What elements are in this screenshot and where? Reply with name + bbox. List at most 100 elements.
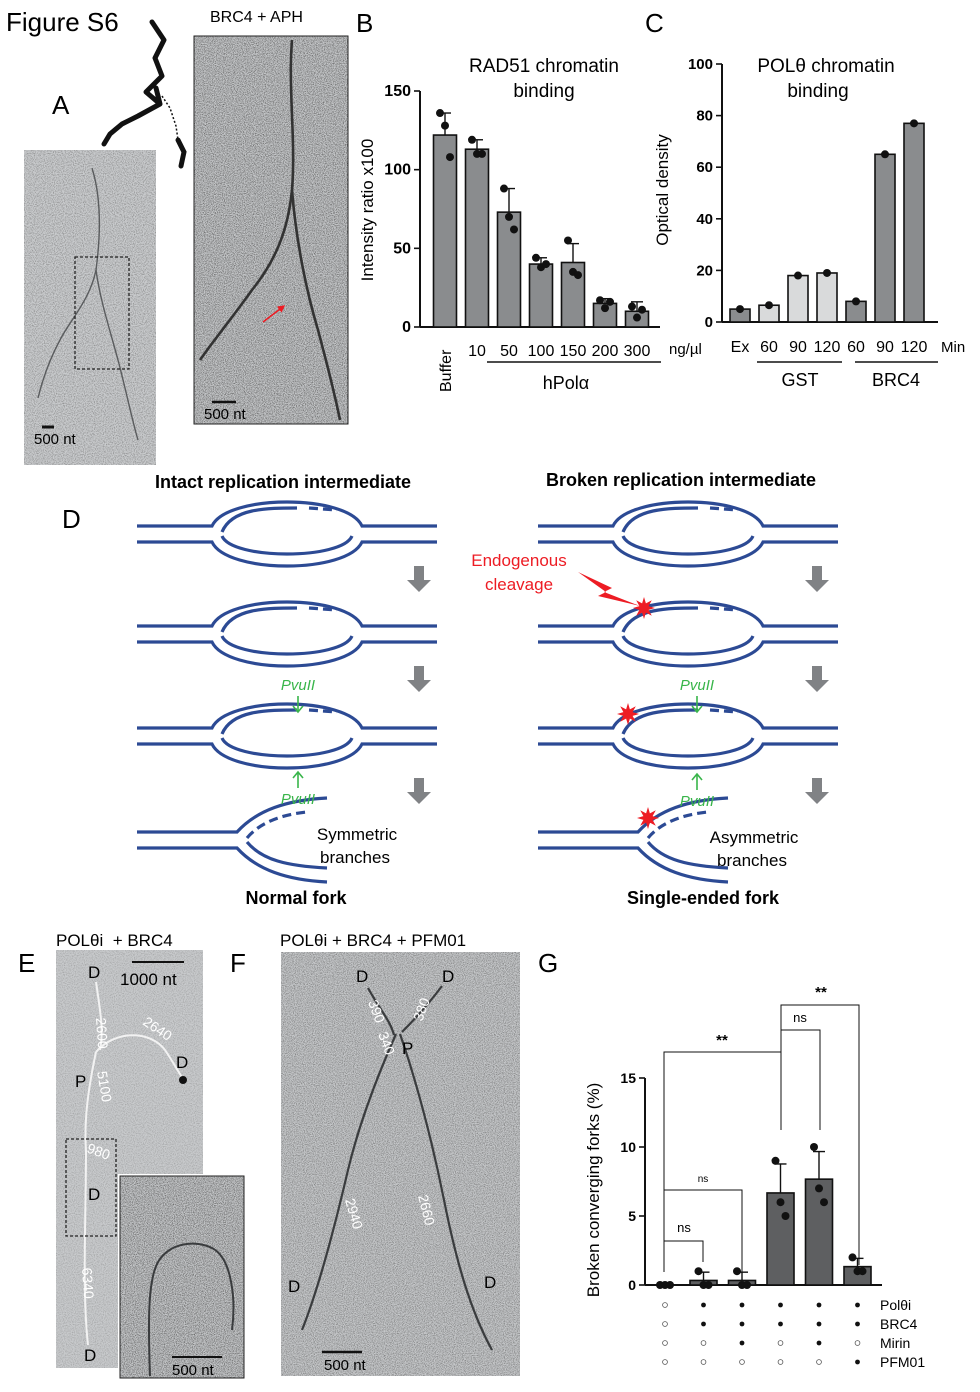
scale-label-e-inset: 500 nt — [172, 1362, 215, 1379]
chart-c-category-label: 120 — [901, 339, 928, 356]
cleavage-label-2: cleavage — [485, 575, 553, 594]
step-arrow-left-3 — [407, 778, 431, 804]
panel-c-letter: C — [645, 8, 664, 38]
chart-c-y-tick-label: 80 — [696, 108, 713, 125]
chart-g-y-tick-label: 10 — [620, 1139, 636, 1155]
chart-g-data-point — [694, 1267, 703, 1276]
panel-g-ylabel: Broken converging forks (%) — [584, 1083, 603, 1297]
chart-g-data-point — [810, 1143, 818, 1151]
chart-c-bar — [787, 274, 809, 323]
cleavage-burst-3 — [637, 807, 659, 829]
chart-b-bar — [432, 134, 458, 328]
significance-bracket — [663, 1051, 782, 1272]
chart-b-data-point — [436, 109, 444, 118]
chart-c-category-label: 120 — [814, 339, 841, 356]
label-f-p: P — [402, 1039, 413, 1058]
chart-c-data-point — [910, 119, 918, 128]
chart-b-data-point — [478, 149, 486, 158]
chart-b-bar — [528, 263, 554, 328]
bubble-left-3-inner-bottom — [220, 737, 354, 758]
fork-right-inner-top — [646, 810, 709, 840]
treatment-dot-on — [778, 1302, 783, 1308]
fiber-e-1 — [95, 981, 103, 1051]
zoom-box-e — [65, 1138, 117, 1237]
fork-right-bottom-strand — [538, 846, 729, 884]
fiber-f-3 — [300, 1033, 398, 1331]
row-label-polthetai: Polθi — [880, 1297, 911, 1313]
bubble-right-2-inner-bottom — [621, 635, 755, 656]
treatment-dot-off — [854, 1340, 861, 1346]
chart-g-data-point — [771, 1156, 780, 1165]
sig-label-4-5: ns — [793, 1010, 807, 1025]
label-f-2660: 2660 — [415, 1193, 438, 1227]
treatment-dot-on — [816, 1340, 822, 1346]
chart-b-data-point — [574, 271, 582, 280]
treatment-dot-on — [855, 1302, 860, 1308]
treatment-dot-off — [700, 1340, 707, 1346]
label-f-d-4: D — [484, 1273, 496, 1292]
chart-g-data-point — [815, 1184, 823, 1193]
row-label-mirin: Mirin — [880, 1335, 910, 1351]
fiber-a-1 — [37, 167, 100, 399]
treatment-dot-off — [662, 1321, 668, 1327]
chart-b-category-label: Buffer — [438, 349, 455, 392]
panel-b-group-label: hPolα — [543, 373, 589, 393]
chart-c-y-tick-label: 60 — [696, 159, 713, 176]
label-f-390: 390 — [365, 998, 388, 1026]
fiber-a-zoom-1 — [198, 39, 295, 361]
treatment-dot-off — [777, 1359, 784, 1365]
label-f-d-3: D — [288, 1277, 300, 1296]
chart-g-bar — [804, 1178, 834, 1286]
asymmetric-label-2: branches — [717, 851, 787, 870]
chart-g-data-point — [666, 1281, 674, 1289]
panel-d: D Intact replication intermediate Broken… — [62, 470, 838, 908]
chart-c-y-tick-label: 100 — [688, 56, 713, 73]
fork-left-top-strand — [137, 796, 328, 834]
chart-g-data-point — [776, 1198, 785, 1207]
treatment-dot-off — [816, 1359, 822, 1365]
fiber-e-inset — [147, 1242, 235, 1377]
treatment-dot-on — [701, 1302, 706, 1308]
pvu-arrow-down-left — [292, 696, 304, 714]
significance-bracket — [780, 1029, 821, 1130]
panel-g-letter: G — [538, 948, 558, 978]
zoom-box-a — [74, 256, 130, 370]
bubble-left-1-inner-top — [220, 506, 298, 533]
sig-label-1-4: ** — [716, 1032, 728, 1049]
scale-label-a-right: 500 nt — [204, 406, 247, 423]
chart-b-y-tick-label: 100 — [384, 162, 411, 179]
bubble-right-2-inner-top-dashed — [709, 606, 739, 612]
label-f-d-2: D — [442, 967, 454, 986]
chart-b-data-point — [441, 121, 449, 130]
chart-c-category-label: 60 — [847, 339, 865, 356]
bubble-right-2-bottom-strand — [538, 640, 838, 668]
panel-c-ylabel: Optical density — [653, 134, 672, 246]
sig-label-1-3: ns — [698, 1174, 709, 1185]
bubble-left-3-inner-top-dashed — [308, 708, 338, 714]
chart-c-data-point — [881, 150, 889, 159]
scale-label-f: 500 nt — [324, 1357, 367, 1374]
panel-b-title-1: RAD51 chromatin — [469, 56, 619, 77]
chart-g-data-point — [704, 1281, 713, 1289]
fiber-e-4 — [83, 1149, 89, 1346]
label-f-340: 340 — [375, 1030, 398, 1058]
micrograph-a-grain — [24, 150, 156, 465]
bubble-right-1-top-strand — [538, 500, 838, 528]
step-arrow-right-3 — [805, 778, 829, 804]
symmetric-label-1: Symmetric — [317, 825, 398, 844]
fiber-a-2 — [95, 269, 139, 441]
chart-b-y-tick-label: 50 — [393, 240, 411, 257]
panel-a-letter: A — [52, 90, 70, 120]
treatment-dot-off — [662, 1302, 668, 1308]
chart-g-data-point — [781, 1212, 790, 1220]
chart-b-data-point — [606, 297, 614, 306]
bubble-left-1-inner-bottom — [220, 535, 354, 556]
row-label-brc4: BRC4 — [880, 1316, 918, 1332]
panel-e: E POLθi + BRC4 1000 nt D 2600 2640 D P 5… — [18, 931, 246, 1380]
treatment-dot-on — [778, 1321, 783, 1327]
treatment-dot-off — [700, 1359, 707, 1365]
fork-left-inner-top — [245, 810, 308, 840]
panel-c-title-1: POLθ chromatin — [757, 56, 894, 77]
